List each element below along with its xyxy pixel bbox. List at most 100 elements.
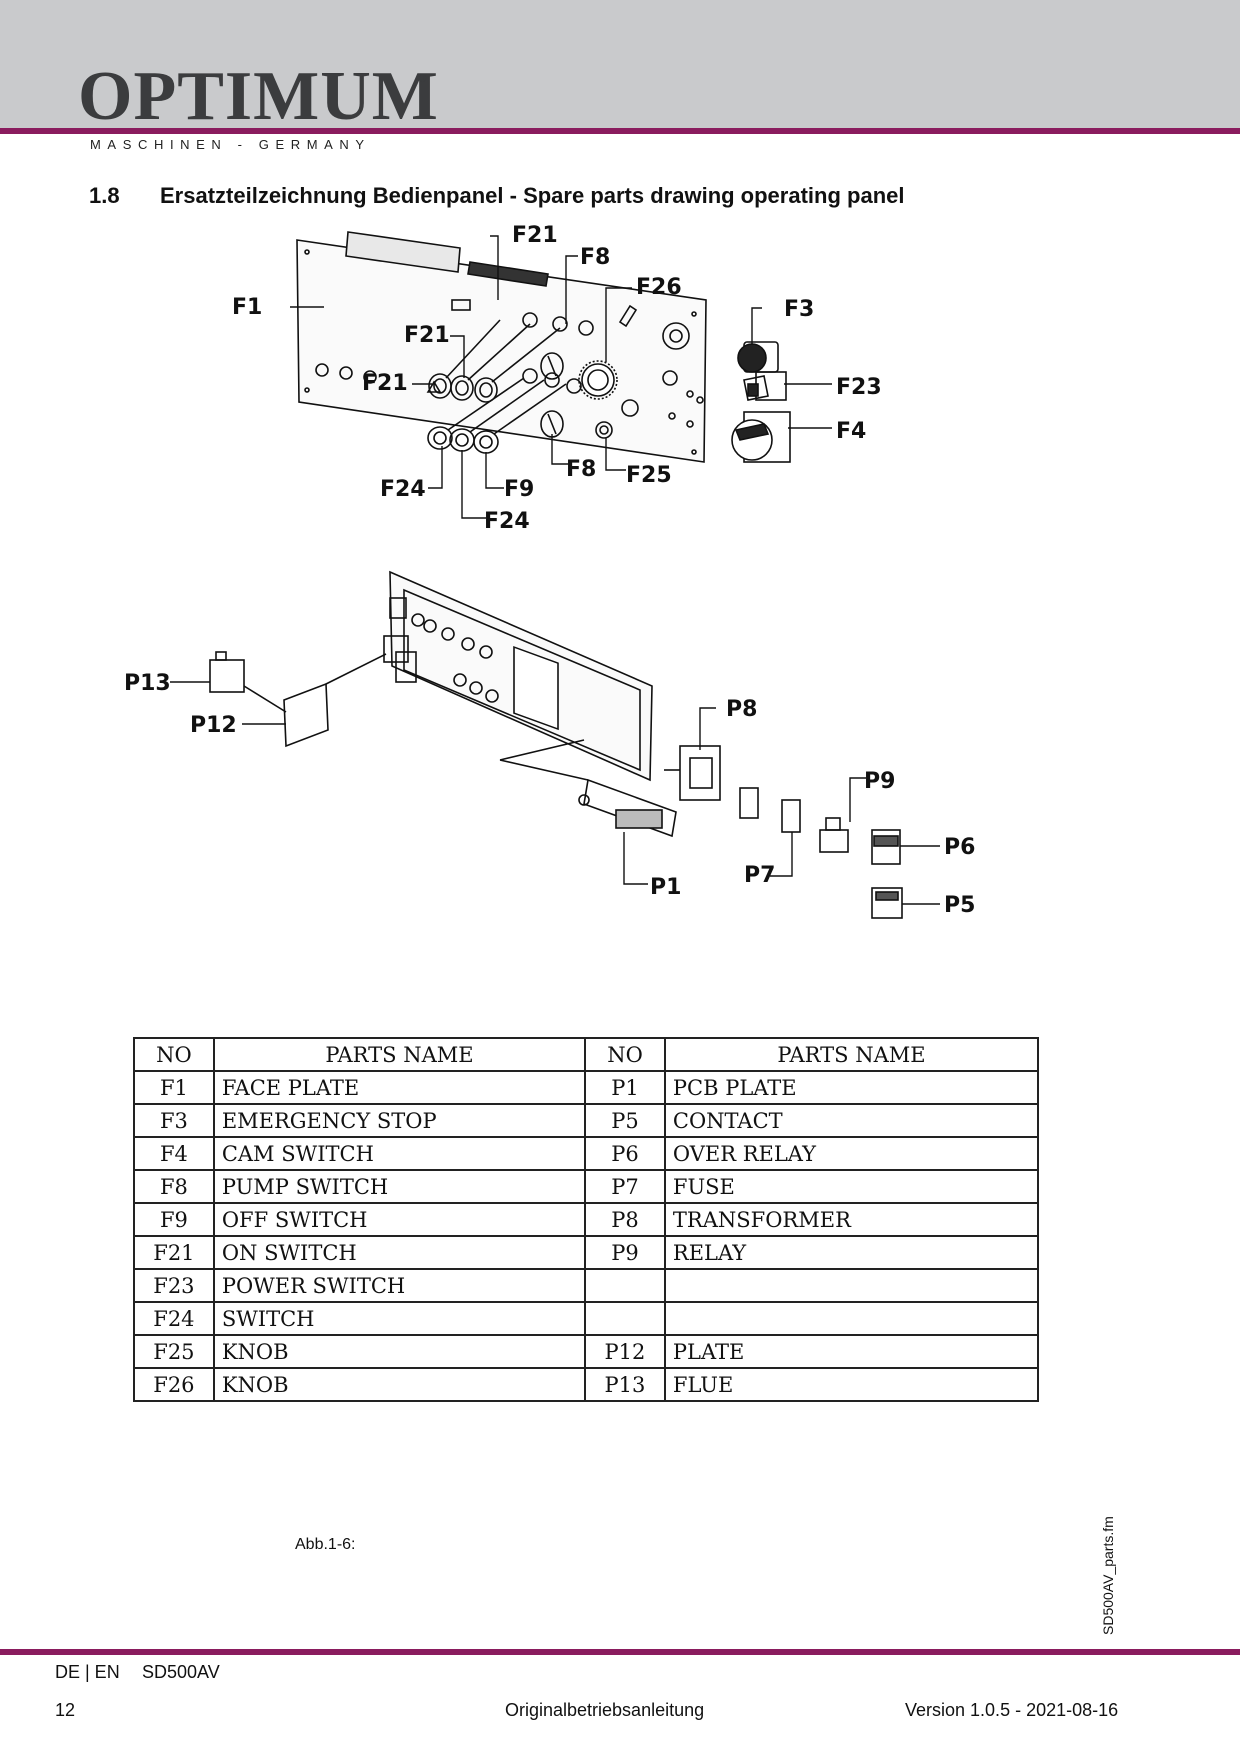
callout-f3: F3 <box>784 297 814 322</box>
part-number-left: F25 <box>133 1334 215 1369</box>
callout-p8: P8 <box>726 697 757 722</box>
callout-f4: F4 <box>836 419 866 444</box>
callout-f21-middle: F21 <box>404 323 450 348</box>
header-band <box>0 0 1240 128</box>
back-panel-contacts <box>383 597 499 703</box>
part-number-right: P7 <box>584 1169 666 1204</box>
part-name-right <box>663 1301 1040 1336</box>
part-name-right: FUSE <box>663 1169 1040 1204</box>
part-number-left: F8 <box>133 1169 215 1204</box>
part-number-left: F3 <box>133 1103 215 1138</box>
brand-subtitle: MASCHINEN - GERMANY <box>90 137 371 152</box>
callout-p9: P9 <box>864 769 895 794</box>
callout-f21-left: F21 <box>362 371 408 396</box>
part-number-left: F1 <box>133 1070 215 1105</box>
callout-f1: F1 <box>232 295 262 320</box>
face-plate-panel <box>296 231 707 463</box>
part-number-left: F26 <box>133 1367 215 1402</box>
part-name-left: SWITCH <box>212 1301 587 1336</box>
part-number-left: F21 <box>133 1235 215 1270</box>
footer-accent-line <box>0 1649 1240 1655</box>
callout-p5: P5 <box>944 893 975 918</box>
part-name-left: EMERGENCY STOP <box>212 1103 587 1138</box>
cam-switch-part <box>731 411 791 463</box>
callout-f8-bottom: F8 <box>566 457 596 482</box>
top-leader-lines <box>290 235 832 519</box>
part-name-left: PUMP SWITCH <box>212 1169 587 1204</box>
spare-parts-drawing: F21 F8 F26 F3 F1 F21 F23 F4 F21 F8 F25 F… <box>124 223 975 919</box>
footer-language: DE | EN <box>55 1662 120 1682</box>
part-number-right: P1 <box>584 1070 666 1105</box>
callout-f26: F26 <box>636 275 682 300</box>
footer-model: SD500AV <box>142 1662 220 1682</box>
part-name-right: TRANSFORMER <box>663 1202 1040 1237</box>
callout-f24-bottom: F24 <box>484 509 530 534</box>
footer-page-number: 12 <box>55 1700 76 1720</box>
callout-p6: P6 <box>944 835 975 860</box>
header-no-right: NO <box>584 1037 666 1072</box>
emergency-stop-part <box>737 341 779 373</box>
part-name-left: KNOB <box>212 1367 587 1402</box>
part-number-right: P6 <box>584 1136 666 1171</box>
part-name-left: OFF SWITCH <box>212 1202 587 1237</box>
brand-logo: OPTIMUM <box>78 58 439 135</box>
callout-f23: F23 <box>836 375 882 400</box>
part-name-left: FACE PLATE <box>212 1070 587 1105</box>
part-name-right: CONTACT <box>663 1103 1040 1138</box>
part-number-left: F9 <box>133 1202 215 1237</box>
part-name-right <box>663 1268 1040 1303</box>
part-name-right: PLATE <box>663 1334 1040 1369</box>
callout-p1: P1 <box>650 875 681 900</box>
part-number-right <box>584 1301 666 1336</box>
part-number-left: F4 <box>133 1136 215 1171</box>
part-name-right: RELAY <box>663 1235 1040 1270</box>
callout-p7: P7 <box>744 863 775 888</box>
callout-p13: P13 <box>124 671 171 696</box>
part-number-right: P8 <box>584 1202 666 1237</box>
part-name-left: CAM SWITCH <box>212 1136 587 1171</box>
power-switch-part <box>743 371 787 401</box>
table-header-row: NO PARTS NAME NO PARTS NAME <box>133 1037 1040 1072</box>
header-no-left: NO <box>133 1037 215 1072</box>
header-accent-line <box>0 128 1240 134</box>
part-name-right: OVER RELAY <box>663 1136 1040 1171</box>
section-number: 1.8 <box>89 183 120 208</box>
part-number-right: P9 <box>584 1235 666 1270</box>
callout-f21-top: F21 <box>512 223 558 248</box>
part-number-left: F23 <box>133 1268 215 1303</box>
header-name-right: PARTS NAME <box>663 1037 1040 1072</box>
footer-version: Version 1.0.5 - 2021-08-16 <box>905 1700 1119 1720</box>
part-name-left: KNOB <box>212 1334 587 1369</box>
part-number-right: P13 <box>584 1367 666 1402</box>
side-filename: SD500AV_parts.fm <box>1100 1516 1116 1635</box>
part-number-right: P12 <box>584 1334 666 1369</box>
part-number-right: P5 <box>584 1103 666 1138</box>
part-name-left: POWER SWITCH <box>212 1268 587 1303</box>
bottom-leader-lines <box>170 681 940 905</box>
part-name-right: PCB PLATE <box>663 1070 1040 1105</box>
part-name-left: ON SWITCH <box>212 1235 587 1270</box>
footer-document-type: Originalbetriebsanleitung <box>505 1700 705 1720</box>
pushbutton-row-lower <box>427 368 582 454</box>
pushbutton-row-upper <box>428 312 594 403</box>
header-name-left: PARTS NAME <box>212 1037 587 1072</box>
callout-f9: F9 <box>504 477 534 502</box>
callout-f24-left: F24 <box>380 477 426 502</box>
part-number-right <box>584 1268 666 1303</box>
callout-p12: P12 <box>190 713 237 738</box>
figure-caption: Abb.1-6: <box>295 1536 356 1553</box>
part-name-right: FLUE <box>663 1367 1040 1402</box>
back-panel-assembly <box>209 570 903 919</box>
